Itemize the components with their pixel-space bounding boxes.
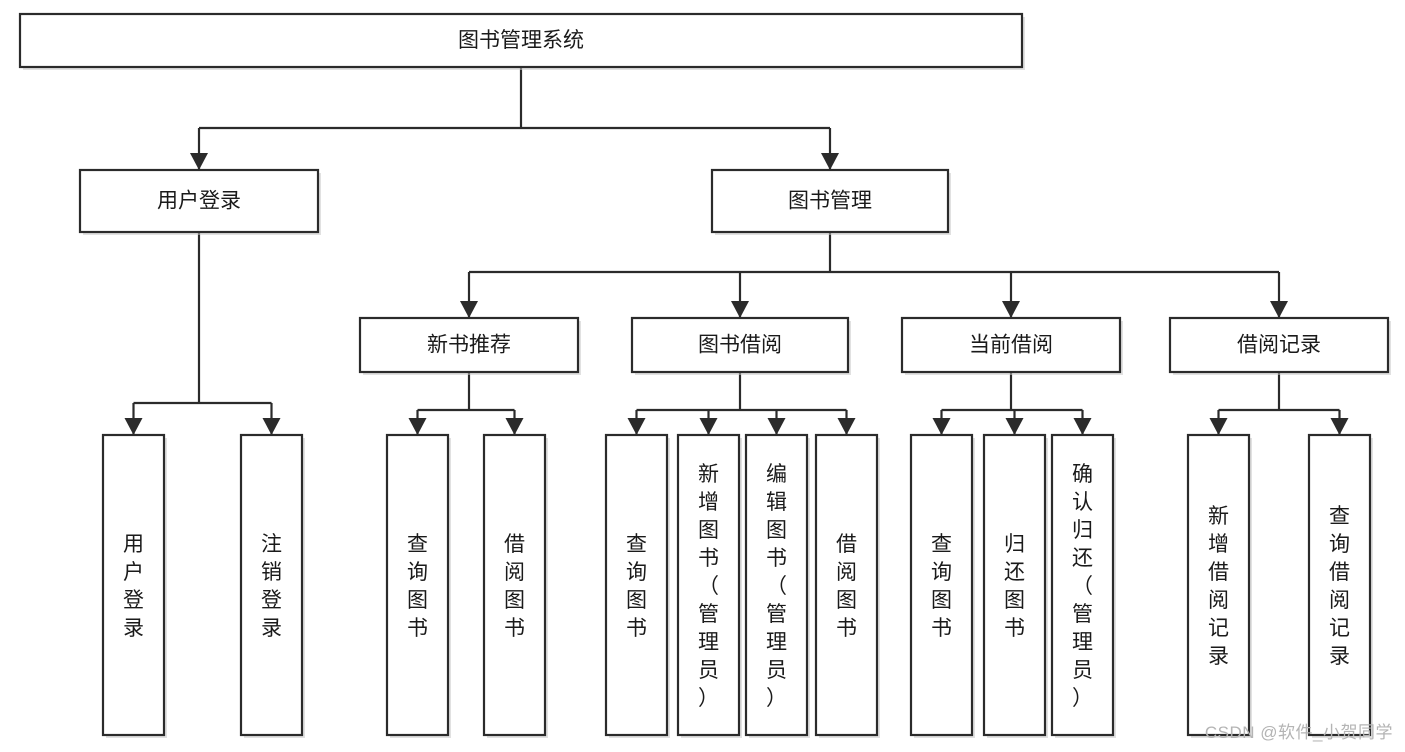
node-label: 用户登录 bbox=[123, 533, 144, 640]
edge-arrowhead bbox=[627, 418, 646, 435]
edge-arrowhead bbox=[821, 153, 839, 170]
node-label: 确认归还（管理员） bbox=[1072, 463, 1093, 710]
node-label: 新增借阅记录 bbox=[1208, 505, 1229, 668]
node-leaf-8[interactable]: 查询图书 bbox=[909, 433, 975, 738]
node-label: 归还图书 bbox=[1004, 533, 1025, 640]
edge-arrowhead bbox=[262, 418, 281, 435]
node-leaf-1[interactable]: 注销登录 bbox=[239, 433, 305, 738]
node-label: 图书借阅 bbox=[698, 334, 782, 357]
edge-arrowhead bbox=[1270, 301, 1288, 318]
node-level3-3[interactable]: 借阅记录 bbox=[1168, 316, 1391, 375]
node-level2-1[interactable]: 图书管理 bbox=[710, 168, 951, 235]
node-label: 查询图书 bbox=[931, 533, 952, 640]
node-label: 借阅记录 bbox=[1237, 334, 1321, 357]
node-leaf-6[interactable]: 编辑图书（管理员） bbox=[744, 433, 810, 738]
edge-arrowhead bbox=[1005, 418, 1024, 435]
node-label: 新书推荐 bbox=[427, 334, 511, 357]
node-level2-0[interactable]: 用户登录 bbox=[78, 168, 321, 235]
node-label: 图书管理系统 bbox=[458, 29, 584, 52]
edges-layer bbox=[124, 67, 1349, 435]
node-label: 查询图书 bbox=[407, 533, 428, 640]
node-label: 当前借阅 bbox=[969, 334, 1053, 357]
edge-arrowhead bbox=[699, 418, 718, 435]
node-label: 编辑图书（管理员） bbox=[766, 463, 787, 710]
edge-arrowhead bbox=[460, 301, 478, 318]
edge-arrowhead bbox=[124, 418, 143, 435]
node-label: 图书管理 bbox=[788, 190, 872, 213]
node-label: 新增图书（管理员） bbox=[698, 463, 719, 710]
node-root-system[interactable]: 图书管理系统 bbox=[18, 12, 1025, 70]
node-leaf-9[interactable]: 归还图书 bbox=[982, 433, 1048, 738]
edge-arrowhead bbox=[731, 301, 749, 318]
edge-arrowhead bbox=[1073, 418, 1092, 435]
edge-arrowhead bbox=[1002, 301, 1020, 318]
node-leaf-7[interactable]: 借阅图书 bbox=[814, 433, 880, 738]
edge-arrowhead bbox=[767, 418, 786, 435]
node-level3-1[interactable]: 图书借阅 bbox=[630, 316, 851, 375]
node-leaf-5[interactable]: 新增图书（管理员） bbox=[676, 433, 742, 738]
node-label: 用户登录 bbox=[157, 190, 241, 213]
node-leaf-3[interactable]: 借阅图书 bbox=[482, 433, 548, 738]
node-leaf-11[interactable]: 新增借阅记录 bbox=[1186, 433, 1252, 738]
edge-arrowhead bbox=[1330, 418, 1349, 435]
edge-arrowhead bbox=[1209, 418, 1228, 435]
node-label: 借阅图书 bbox=[836, 533, 857, 640]
node-label: 注销登录 bbox=[261, 533, 282, 640]
node-label: 查询借阅记录 bbox=[1329, 505, 1350, 668]
node-label: 查询图书 bbox=[626, 533, 647, 640]
node-leaf-0[interactable]: 用户登录 bbox=[101, 433, 167, 738]
node-level3-2[interactable]: 当前借阅 bbox=[900, 316, 1123, 375]
edge-arrowhead bbox=[932, 418, 951, 435]
edge-arrowhead bbox=[190, 153, 208, 170]
edge-arrowhead bbox=[505, 418, 524, 435]
node-label: 借阅图书 bbox=[504, 533, 525, 640]
edge-arrowhead bbox=[837, 418, 856, 435]
node-leaf-12[interactable]: 查询借阅记录 bbox=[1307, 433, 1373, 738]
node-leaf-10[interactable]: 确认归还（管理员） bbox=[1050, 433, 1116, 738]
nodes-layer: 图书管理系统用户登录图书管理新书推荐图书借阅当前借阅借阅记录用户登录注销登录查询… bbox=[18, 12, 1391, 738]
edge-arrowhead bbox=[408, 418, 427, 435]
node-leaf-4[interactable]: 查询图书 bbox=[604, 433, 670, 738]
node-leaf-2[interactable]: 查询图书 bbox=[385, 433, 451, 738]
node-level3-0[interactable]: 新书推荐 bbox=[358, 316, 581, 375]
